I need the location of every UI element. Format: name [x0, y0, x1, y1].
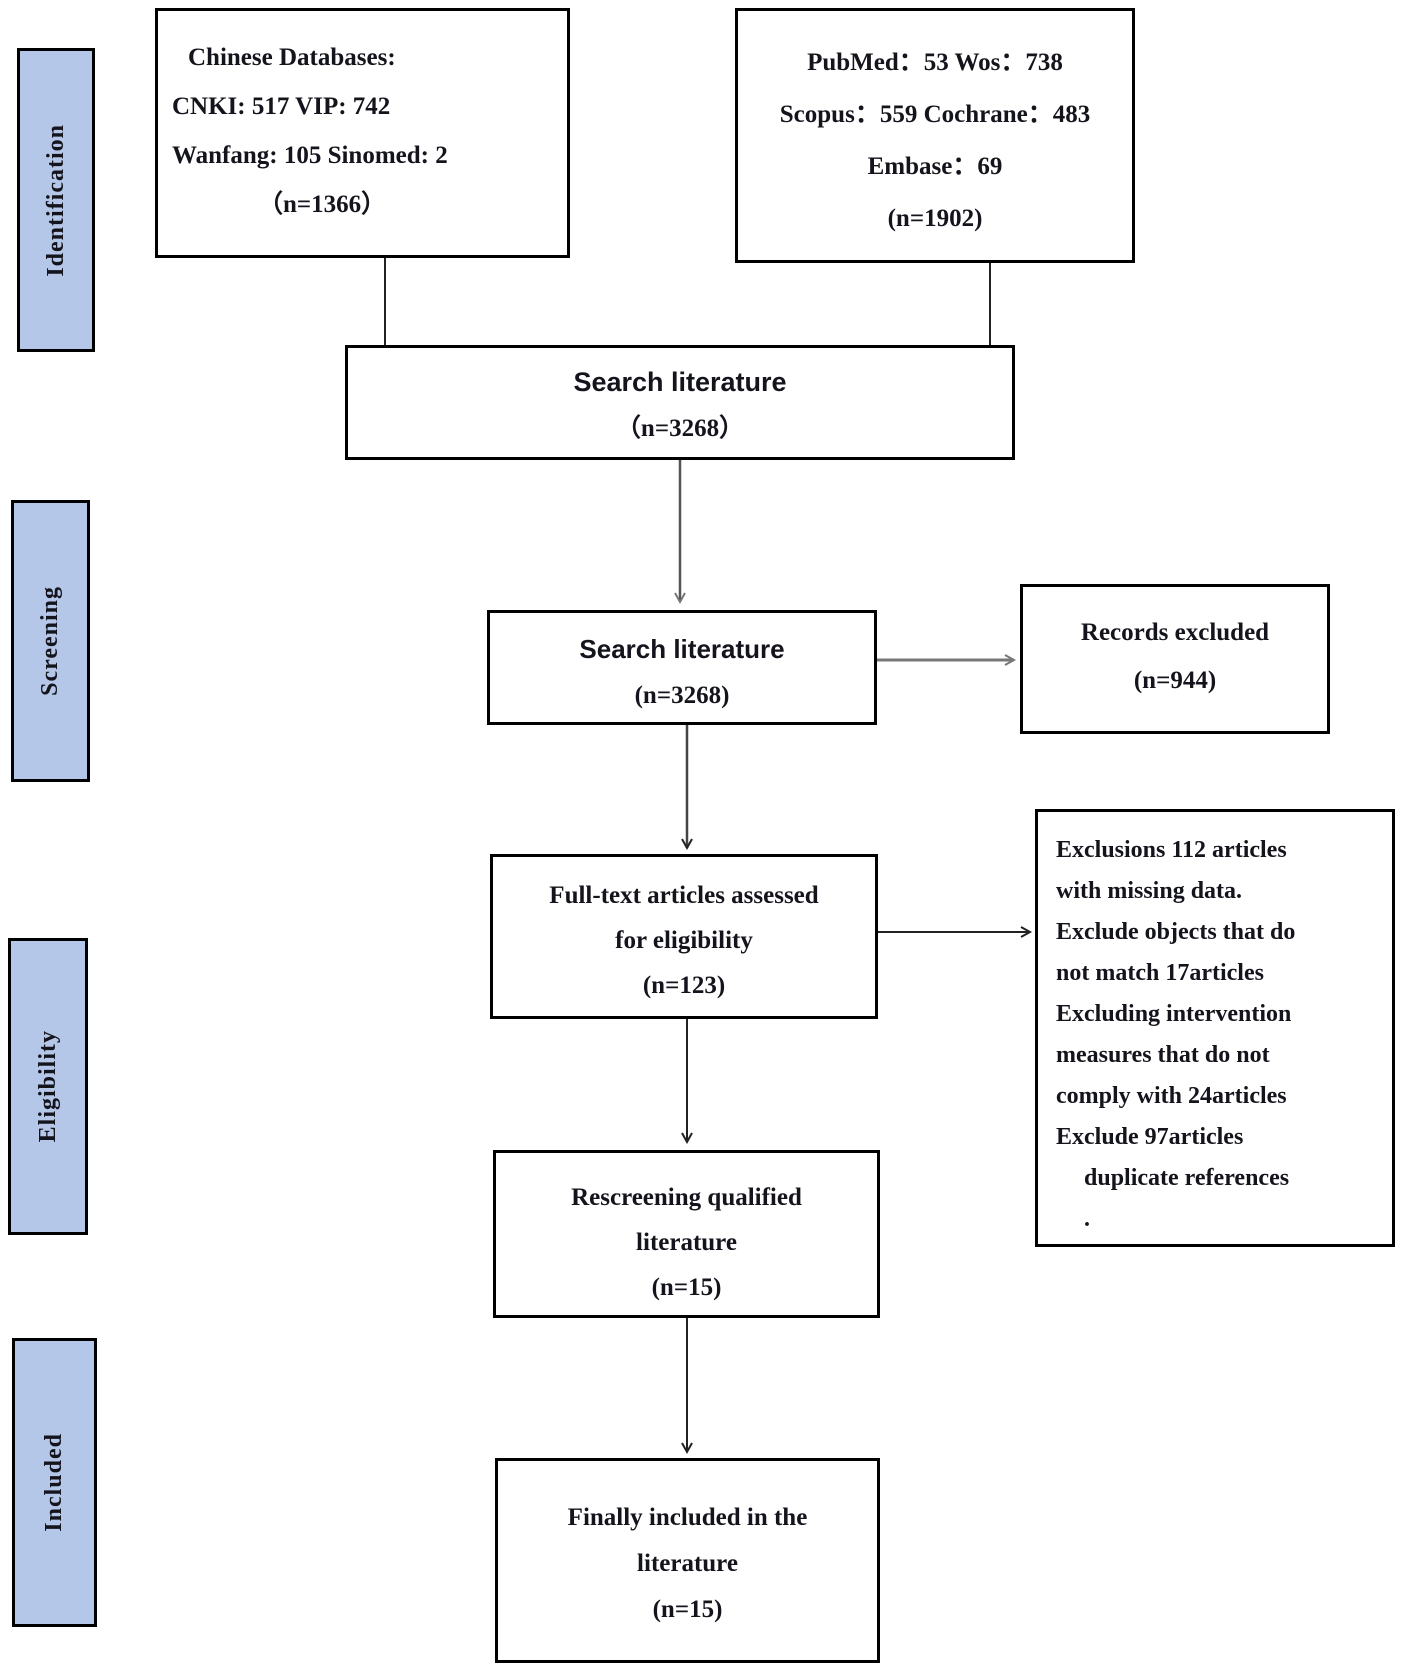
stage-label-text: Identification — [42, 123, 69, 277]
box-text-line: measures that do not — [1056, 1042, 1270, 1068]
box-count: （n=3268） — [615, 415, 745, 442]
box-search-literature-pooled: Search literature （n=3268） — [345, 345, 1015, 460]
box-finally-included: Finally included in the literature (n=15… — [495, 1458, 880, 1663]
box-count: (n=3268) — [634, 682, 730, 709]
box-english-databases: PubMed：53 Wos：738 Scopus：559 Cochrane：48… — [735, 8, 1135, 263]
box-title: Search literature — [579, 634, 785, 664]
box-text-line: comply with 24articles — [1056, 1083, 1287, 1109]
box-text-line: for eligibility — [615, 927, 753, 954]
box-text-line: Finally included in the — [567, 1504, 808, 1531]
box-count: （n=1366） — [258, 191, 387, 218]
box-text-line: Rescreening qualified — [571, 1184, 802, 1211]
box-count: (n=15) — [652, 1596, 723, 1623]
box-text-line: Exclusions 112 articles — [1056, 837, 1287, 863]
box-text-line: not match 17articles — [1056, 960, 1264, 986]
box-text-line: Wanfang: 105 Sinomed: 2 — [172, 142, 448, 169]
box-text-line: Full-text articles assessed — [549, 882, 819, 909]
box-title: Records excluded — [1080, 619, 1270, 646]
box-text-line: . — [1084, 1206, 1090, 1232]
stage-label-text: Screening — [37, 586, 63, 696]
box-text-line: Exclude objects that do — [1056, 919, 1296, 945]
box-count: (n=1902) — [887, 205, 983, 232]
box-exclusion-reasons: Exclusions 112 articles with missing dat… — [1035, 809, 1395, 1247]
stage-label-text: Eligibility — [34, 1030, 61, 1143]
box-search-literature-screened: Search literature (n=3268) — [487, 610, 877, 725]
box-text-line: literature — [637, 1550, 738, 1577]
box-text-line: literature — [636, 1229, 737, 1256]
box-count: (n=15) — [651, 1274, 722, 1301]
stage-label-screening: Screening — [11, 500, 90, 782]
box-text-line: Scopus：559 Cochrane：483 — [779, 101, 1091, 128]
stage-label-included: Included — [12, 1338, 97, 1627]
box-text-line: duplicate references — [1084, 1165, 1290, 1191]
box-text-line: Chinese Databases: — [188, 44, 396, 71]
stage-label-eligibility: Eligibility — [8, 938, 88, 1235]
box-text-line: with missing data. — [1056, 878, 1243, 904]
stage-label-identification: Identification — [17, 48, 95, 352]
box-text-line: Excluding intervention — [1056, 1001, 1292, 1027]
box-title: Search literature — [573, 367, 787, 397]
box-text-line: Embase：69 — [867, 153, 1003, 180]
box-fulltext-assessed: Full-text articles assessed for eligibil… — [490, 854, 878, 1019]
box-text-line: PubMed：53 Wos：738 — [807, 49, 1063, 76]
stage-label-text: Included — [41, 1433, 67, 1532]
box-rescreening-qualified: Rescreening qualified literature (n=15) — [493, 1150, 880, 1318]
box-text-line: CNKI: 517 VIP: 742 — [172, 93, 391, 120]
box-chinese-databases: Chinese Databases: CNKI: 517 VIP: 742 Wa… — [155, 8, 570, 258]
box-text-line: Exclude 97articles — [1056, 1124, 1244, 1150]
box-count: (n=123) — [642, 972, 726, 999]
box-records-excluded: Records excluded (n=944) — [1020, 584, 1330, 734]
box-count: (n=944) — [1133, 667, 1217, 694]
